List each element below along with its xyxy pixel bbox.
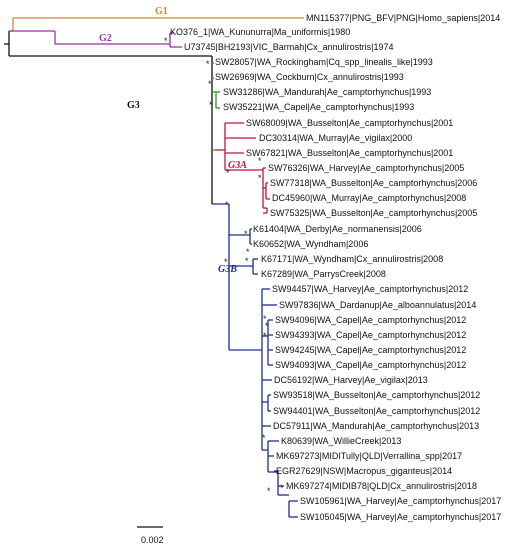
tip-label: SW97836|WA_Dardanup|Ae_alboannulatus|201… [279, 300, 476, 310]
bootstrap-support-marker: * [164, 36, 168, 46]
clade-label-g3: G3 [127, 100, 140, 111]
tip-label: SW31286|WA_Mandurah|Ae_camptorhynchus|19… [223, 87, 431, 97]
tip-label: SW35221|WA_Capel|Ae_camptorhynchus|1993 [223, 102, 414, 112]
clade-label-g3b: G3B [218, 264, 237, 275]
tip-label: K67171|WA_Wyndham|Cx_annulirostris|2008 [261, 254, 443, 264]
tip-label: SW94096|WA_Capel|Ae_camptorhynchus|2012 [275, 315, 466, 325]
bootstrap-support-marker: * [246, 247, 250, 257]
tip-label: SW105961|WA_Harvey|Ae_camptorhynchus|201… [300, 496, 501, 506]
tip-label: DC57911|WA_Mandurah|Ae_camptorhynchus|20… [273, 421, 479, 431]
scale-bar-label: 0.002 [141, 535, 164, 545]
tip-label: SW94457|WA_Harvey|Ae_camptorhynchus|2012 [272, 284, 468, 294]
tip-label: MN115377|PNG_BFV|PNG|Homo_sapiens|2014 [306, 13, 500, 23]
tip-labels: MN115377|PNG_BFV|PNG|Homo_sapiens|2014 K… [170, 13, 501, 522]
tip-label: SW68009|WA_Busselton|Ae_camptorhynchus|2… [246, 118, 453, 128]
bootstrap-support-marker: * [245, 256, 249, 266]
bootstrap-support-marker: * [224, 257, 228, 267]
tip-label: EGR27629|NSW|Macropus_giganteus|2014 [276, 466, 452, 476]
bootstrap-support-marker: * [258, 156, 262, 166]
tip-label: K80639|WA_WillieCreek|2013 [281, 436, 401, 446]
bootstrap-support-marker: * [258, 173, 262, 183]
tip-label: K67289|WA_ParrysCreek|2008 [261, 269, 386, 279]
tip-label: SW93518|WA_Busselton|Ae_camptorhynchus|2… [273, 390, 480, 400]
tip-label: SW28057|WA_Rockingham|Cq_spp_linealis_li… [215, 57, 433, 67]
clade-label-g3a: G3A [228, 160, 247, 171]
tip-label: U73745|BH2193|VIC_Barmah|Cx_annulirostri… [184, 42, 393, 52]
tip-label: SW75325|WA_Busselton|Ae_camptorhynchus|2… [270, 208, 477, 218]
bootstrap-support-marker: * [262, 433, 266, 443]
tip-label: SW26969|WA_Cockburn|Cx_annulirostris|199… [215, 72, 404, 82]
tip-label: MK697274|MIDIB78|QLD|Cx_annulirostris|20… [286, 481, 477, 491]
bootstrap-support-marker: * [263, 314, 267, 324]
bootstrap-support-marker: * [225, 200, 229, 210]
tip-label: K60652|WA_Wyndham|2006 [253, 239, 368, 249]
tree-branches [4, 17, 304, 518]
tip-label: SW94401|WA_Busselton|Ae_camptorhynchus|2… [273, 406, 480, 416]
tip-label: SW105045|WA_Harvey|Ae_camptorhynchus|201… [300, 512, 501, 522]
bootstrap-support-marker: * [280, 483, 284, 493]
tip-label: SW76326|WA_Harvey|Ae_camptorhynchus|2005 [268, 163, 464, 173]
tip-label: DC56192|WA_Harvey|Ae_vigilax|2013 [274, 375, 428, 385]
bootstrap-support-marker: * [206, 59, 210, 69]
bootstrap-support-marker: * [267, 486, 271, 496]
tip-label: SW94393|WA_Capel|Ae_camptorhynchus|2012 [275, 330, 466, 340]
bootstrap-support-marker: * [226, 168, 230, 178]
bootstrap-support-marker: * [209, 100, 213, 110]
tip-label: KO376_1|WA_Kununurra|Ma_uniformis|1980 [170, 27, 350, 37]
bootstrap-support-marker: * [208, 79, 212, 89]
bootstrap-support-markers: ****************** [164, 36, 284, 496]
tip-label: K61404|WA_Derby|Ae_normanensis|2006 [253, 224, 422, 234]
clade-label-g2: G2 [99, 33, 112, 44]
tip-label: SW67821|WA_Busselton|Ae_camptorhynchus|2… [246, 148, 453, 158]
tip-label: SW94093|WA_Capel|Ae_camptorhynchus|2012 [275, 360, 466, 370]
tip-label: DC30314|WA_Murray|Ae_vigilax|2000 [259, 133, 412, 143]
bootstrap-support-marker: * [263, 331, 267, 341]
bootstrap-support-marker: * [244, 229, 248, 239]
bootstrap-support-marker: * [265, 321, 269, 331]
tip-label: SW94245|WA_Capel|Ae_camptorhynchus|2012 [275, 345, 466, 355]
tip-label: DC45960|WA_Murray|Ae_camptorhynchus|2008 [272, 193, 466, 203]
tip-label: MK697273|MIDITully|QLD|Verrallina_spp|20… [276, 451, 462, 461]
clade-label-g1: G1 [155, 6, 168, 17]
tip-label: SW77318|WA_Busselton|Ae_camptorhynchus|2… [270, 178, 477, 188]
